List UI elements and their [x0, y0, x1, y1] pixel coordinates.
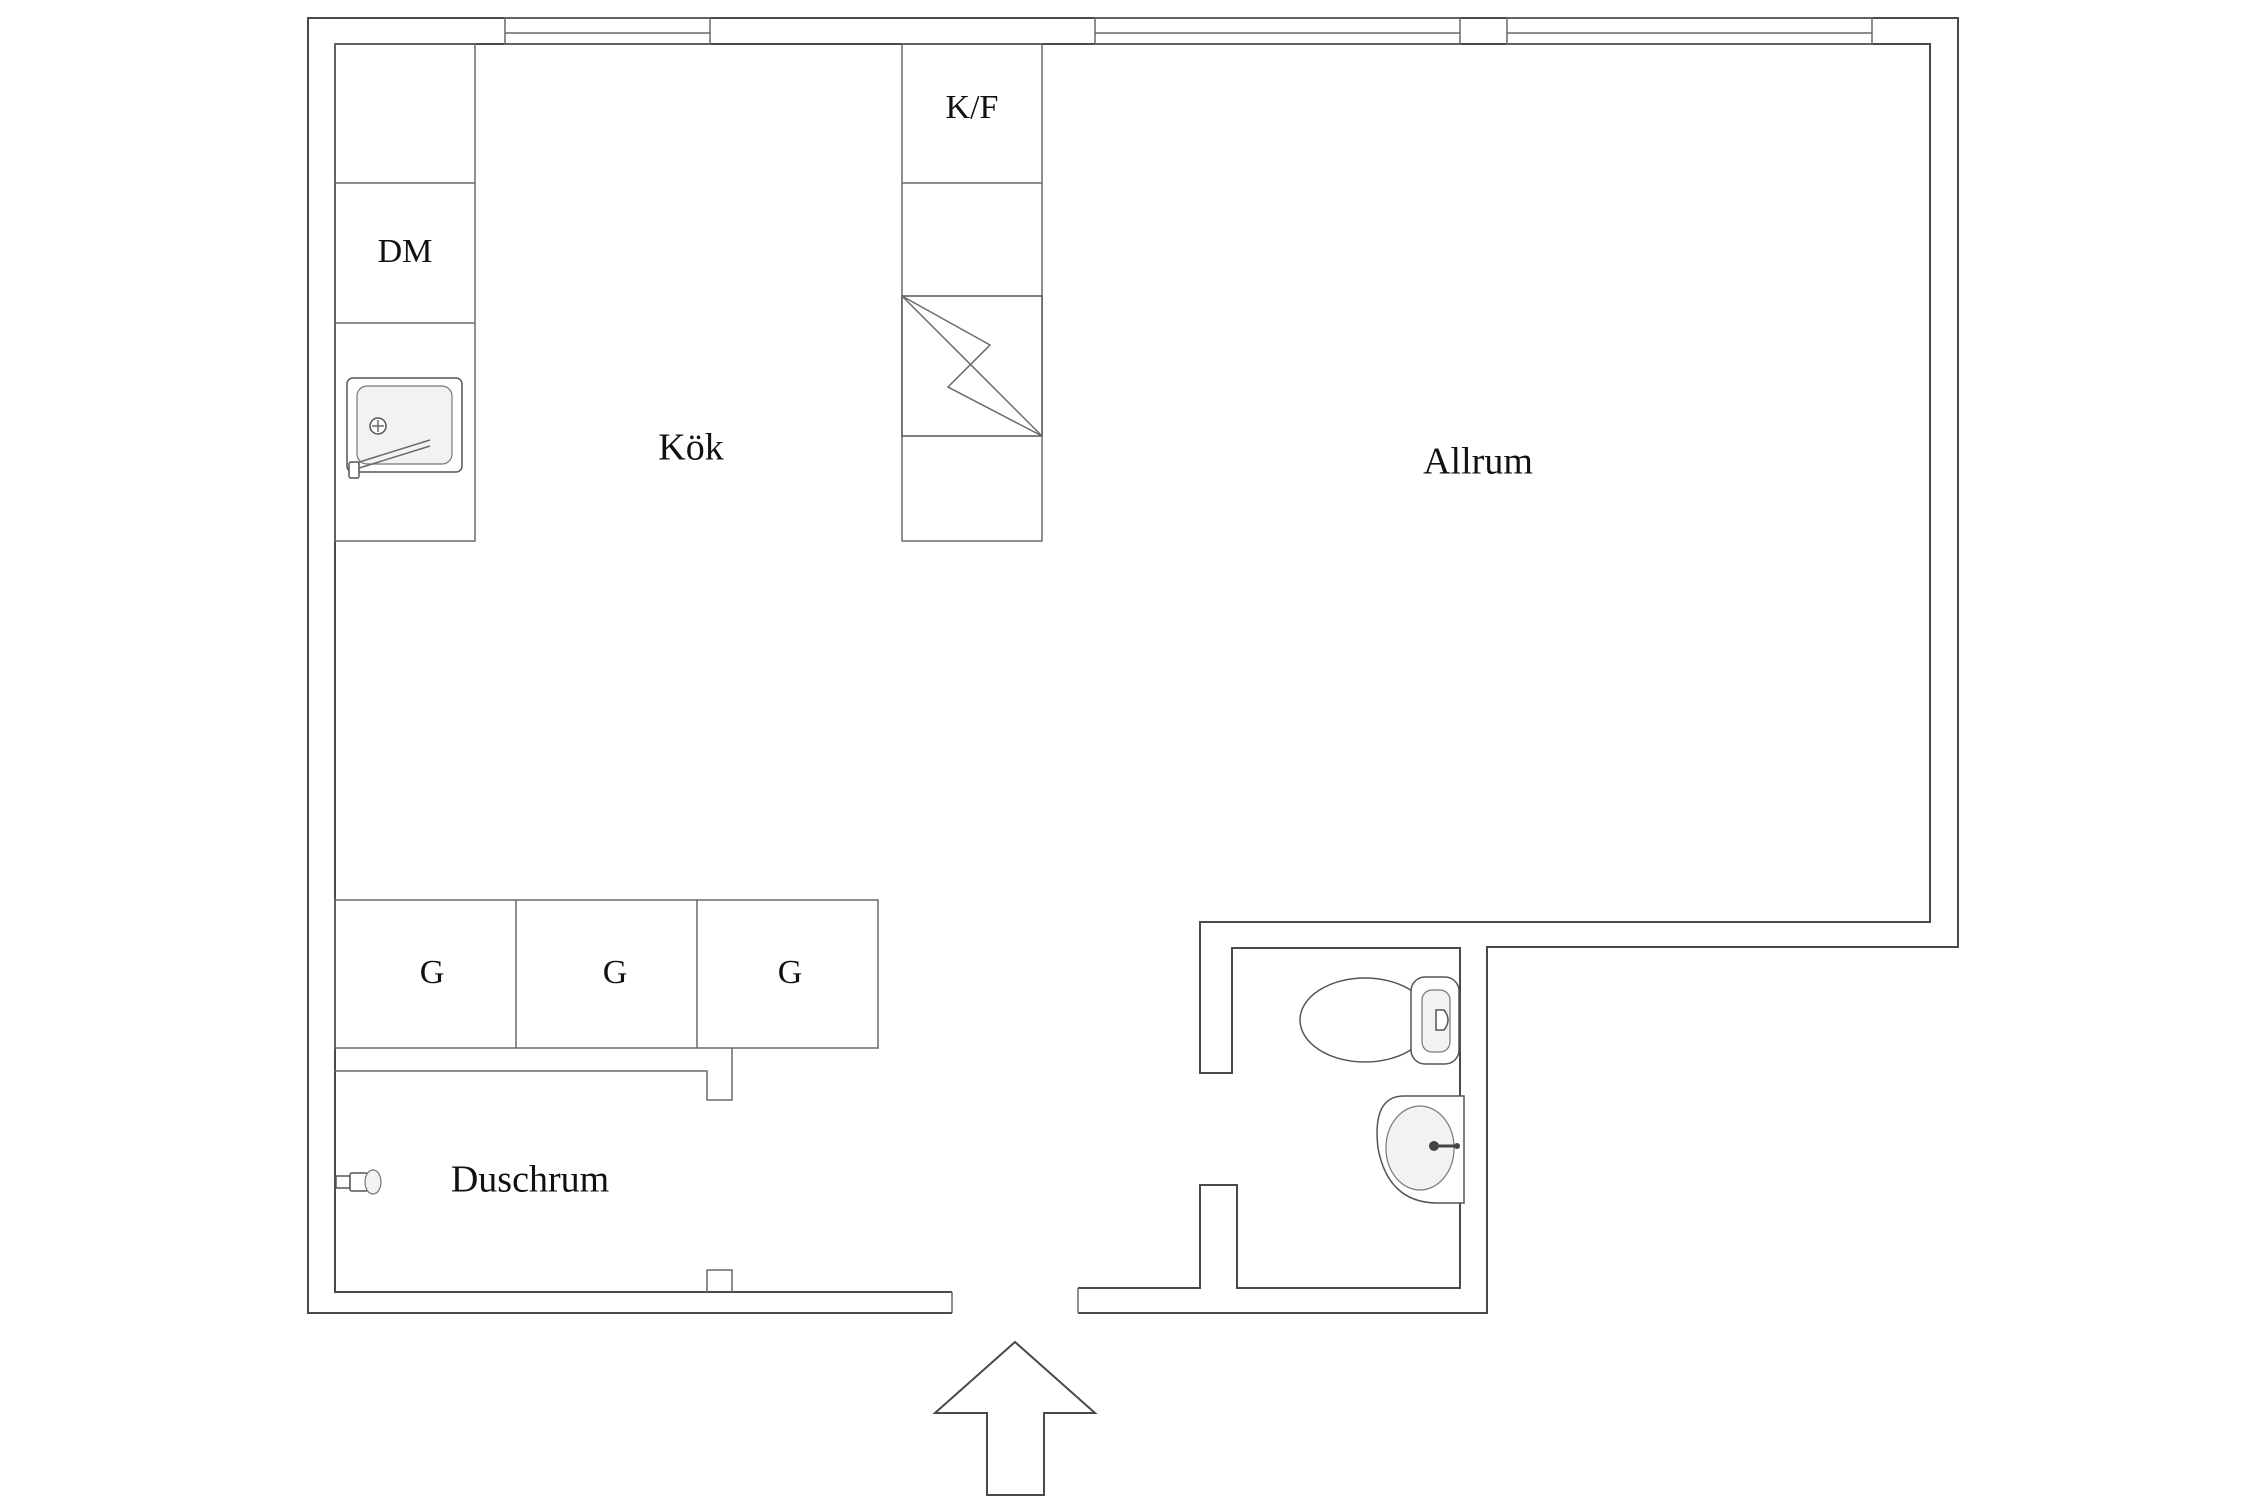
- wardrobe-label-1: G: [420, 954, 445, 991]
- shower-room-label: Duschrum: [451, 1159, 609, 1201]
- fridge-freezer-label: K/F: [946, 89, 999, 126]
- wardrobe-label-2: G: [603, 954, 628, 991]
- dishwasher-label: DM: [378, 233, 433, 270]
- shower-room-walls: [335, 1048, 733, 1292]
- toilet-icon: [1299, 976, 1460, 1065]
- exterior-walls: [307, 17, 1959, 1314]
- kitchen-counter-left: [334, 43, 476, 542]
- wardrobe-label-3: G: [778, 954, 803, 991]
- washbasin-icon: [1376, 1095, 1465, 1204]
- windows: [504, 17, 1873, 45]
- entrance-arrow-icon: [932, 1340, 1098, 1496]
- wardrobes: [334, 899, 879, 1049]
- kitchen-counter-middle: [901, 43, 1043, 542]
- kitchen-sink-icon: [346, 377, 463, 479]
- kitchen-label: Kök: [658, 427, 723, 469]
- shower-head-icon: [335, 1169, 382, 1195]
- living-room-label: Allrum: [1423, 441, 1533, 483]
- stove-icon: [901, 295, 1043, 437]
